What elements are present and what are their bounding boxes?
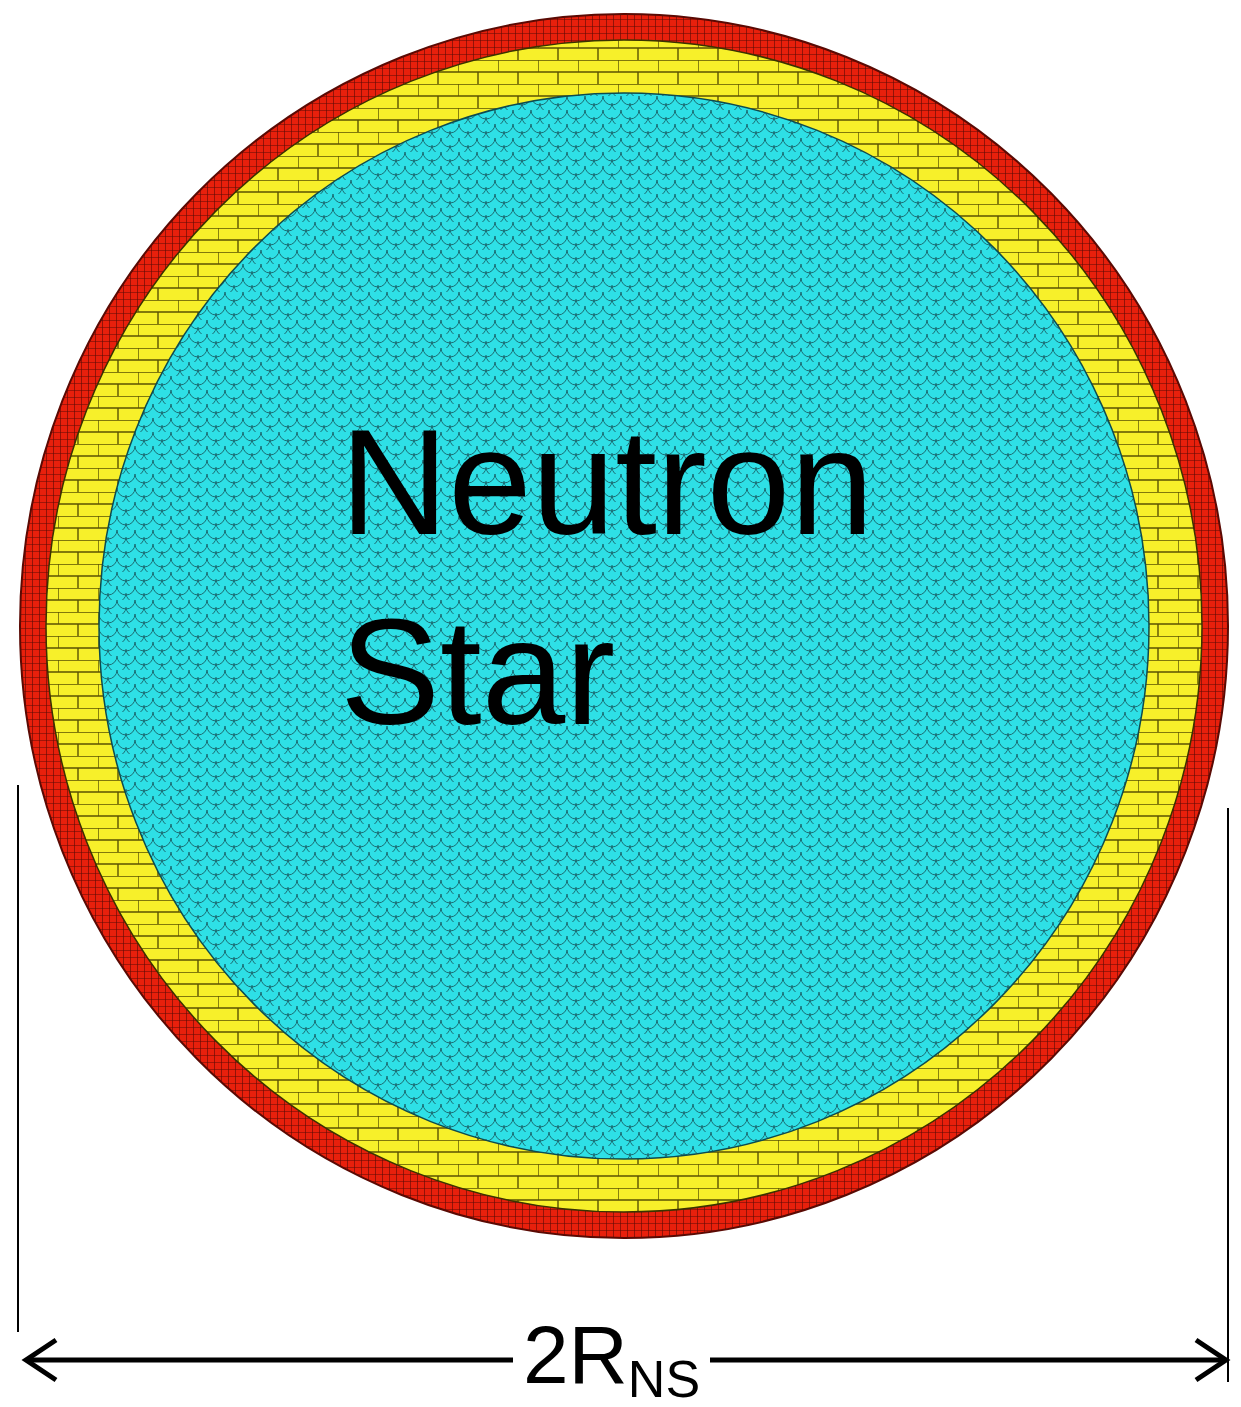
extension-line bbox=[17, 785, 19, 1332]
arrowhead bbox=[1196, 1340, 1226, 1380]
arrowhead bbox=[26, 1340, 56, 1380]
dimension-text: 2R bbox=[523, 1310, 628, 1400]
neutron-star-circle: Neutron Star bbox=[18, 12, 1230, 1240]
extension-line bbox=[1227, 808, 1229, 1382]
dimension-label: 2RNS bbox=[513, 1310, 710, 1400]
node-label: Neutron Star bbox=[340, 387, 980, 767]
dimension-subscript: NS bbox=[628, 1349, 700, 1407]
neutron-star-layers bbox=[18, 12, 1230, 1240]
